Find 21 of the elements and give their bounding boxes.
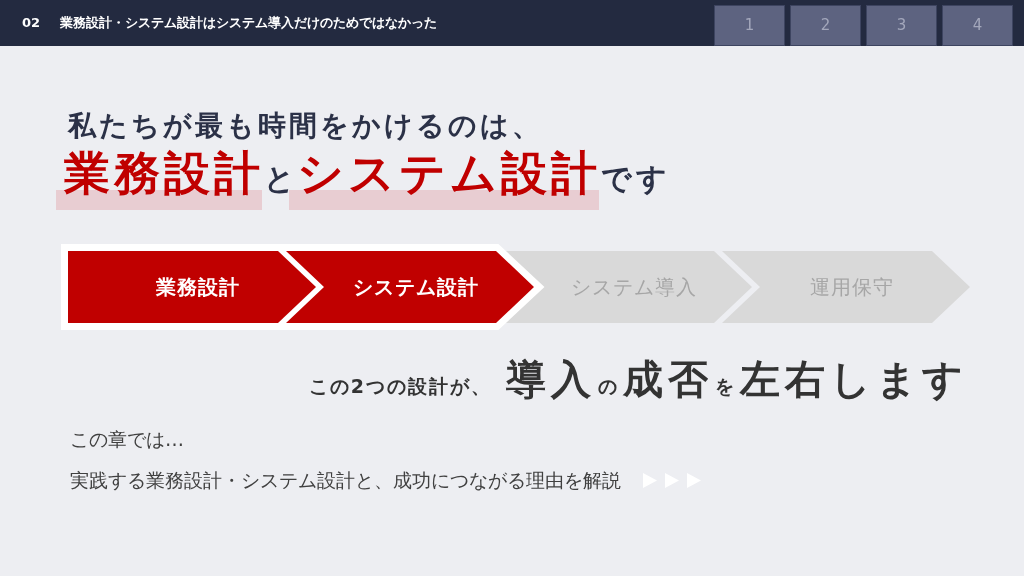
page-tab: 4 — [942, 5, 1013, 46]
page-tab: 2 — [790, 5, 861, 46]
tagline-text: を — [715, 374, 736, 399]
tagline-text: の — [598, 374, 619, 399]
intro-text: 実践する業務設計・システム設計と、成功につながる理由を解説 — [70, 468, 621, 493]
highlighted-text: システム設計 — [297, 150, 601, 196]
section-number: 02 — [22, 14, 41, 32]
headline-text: と — [264, 164, 297, 194]
page-tab: 3 — [866, 5, 937, 46]
intro-text: この章では… — [70, 427, 184, 452]
tagline-text: 左右します — [740, 356, 968, 402]
highlighted-text: 業務設計 — [64, 150, 264, 196]
tagline-text: 成否 — [623, 356, 713, 402]
chevron-step: 業務設計 — [68, 251, 316, 323]
header-title: 業務設計・システム設計はシステム導入だけのためではなかった — [60, 14, 437, 32]
headline-text: 私たちが最も時間をかけるのは、 — [68, 108, 543, 144]
chevron-step: システム設計 — [286, 251, 534, 323]
page-tab: 1 — [714, 5, 785, 46]
headline-text: です — [601, 164, 671, 194]
tagline-text: 導入 — [506, 356, 596, 402]
tagline-text: この2つの設計が、 — [308, 374, 492, 399]
